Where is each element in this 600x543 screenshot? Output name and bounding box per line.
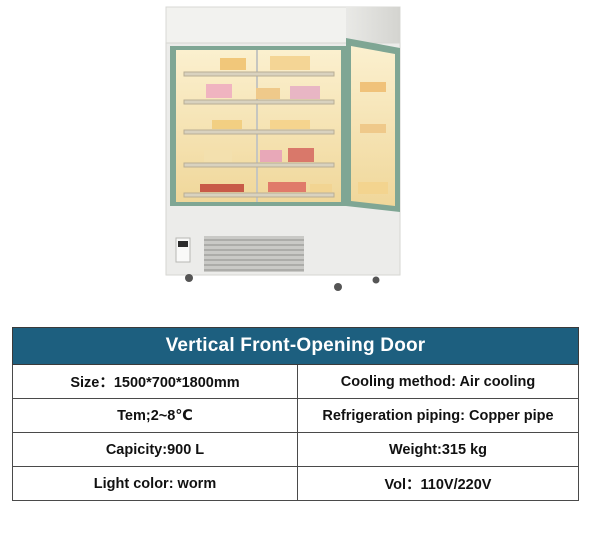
display-refrigerator-illustration: [165, 6, 401, 291]
table-row: Capicity:900 L Weight:315 kg: [12, 432, 579, 467]
spec-cooling-method: Cooling method: Air cooling: [297, 364, 579, 399]
spec-weight: Weight:315 kg: [297, 432, 579, 467]
table-row: Tem;2~8℃ Refrigeration piping: Copper pi…: [12, 398, 579, 433]
spec-light-color: Light color: worm: [12, 466, 298, 501]
spec-table: Vertical Front-Opening Door Size：1500*70…: [12, 327, 579, 501]
spec-temperature: Tem;2~8℃: [12, 398, 298, 433]
table-row: Light color: worm Vol：110V/220V: [12, 466, 579, 501]
spec-voltage: Vol：110V/220V: [297, 466, 579, 501]
table-header-row: Vertical Front-Opening Door: [12, 327, 579, 365]
spec-capacity: Capicity:900 L: [12, 432, 298, 467]
table-title: Vertical Front-Opening Door: [12, 327, 579, 365]
spec-refrigeration-piping: Refrigeration piping: Copper pipe: [297, 398, 579, 433]
spec-size: Size：1500*700*1800mm: [12, 364, 298, 399]
table-row: Size：1500*700*1800mm Cooling method: Air…: [12, 364, 579, 399]
product-image: [160, 0, 410, 300]
